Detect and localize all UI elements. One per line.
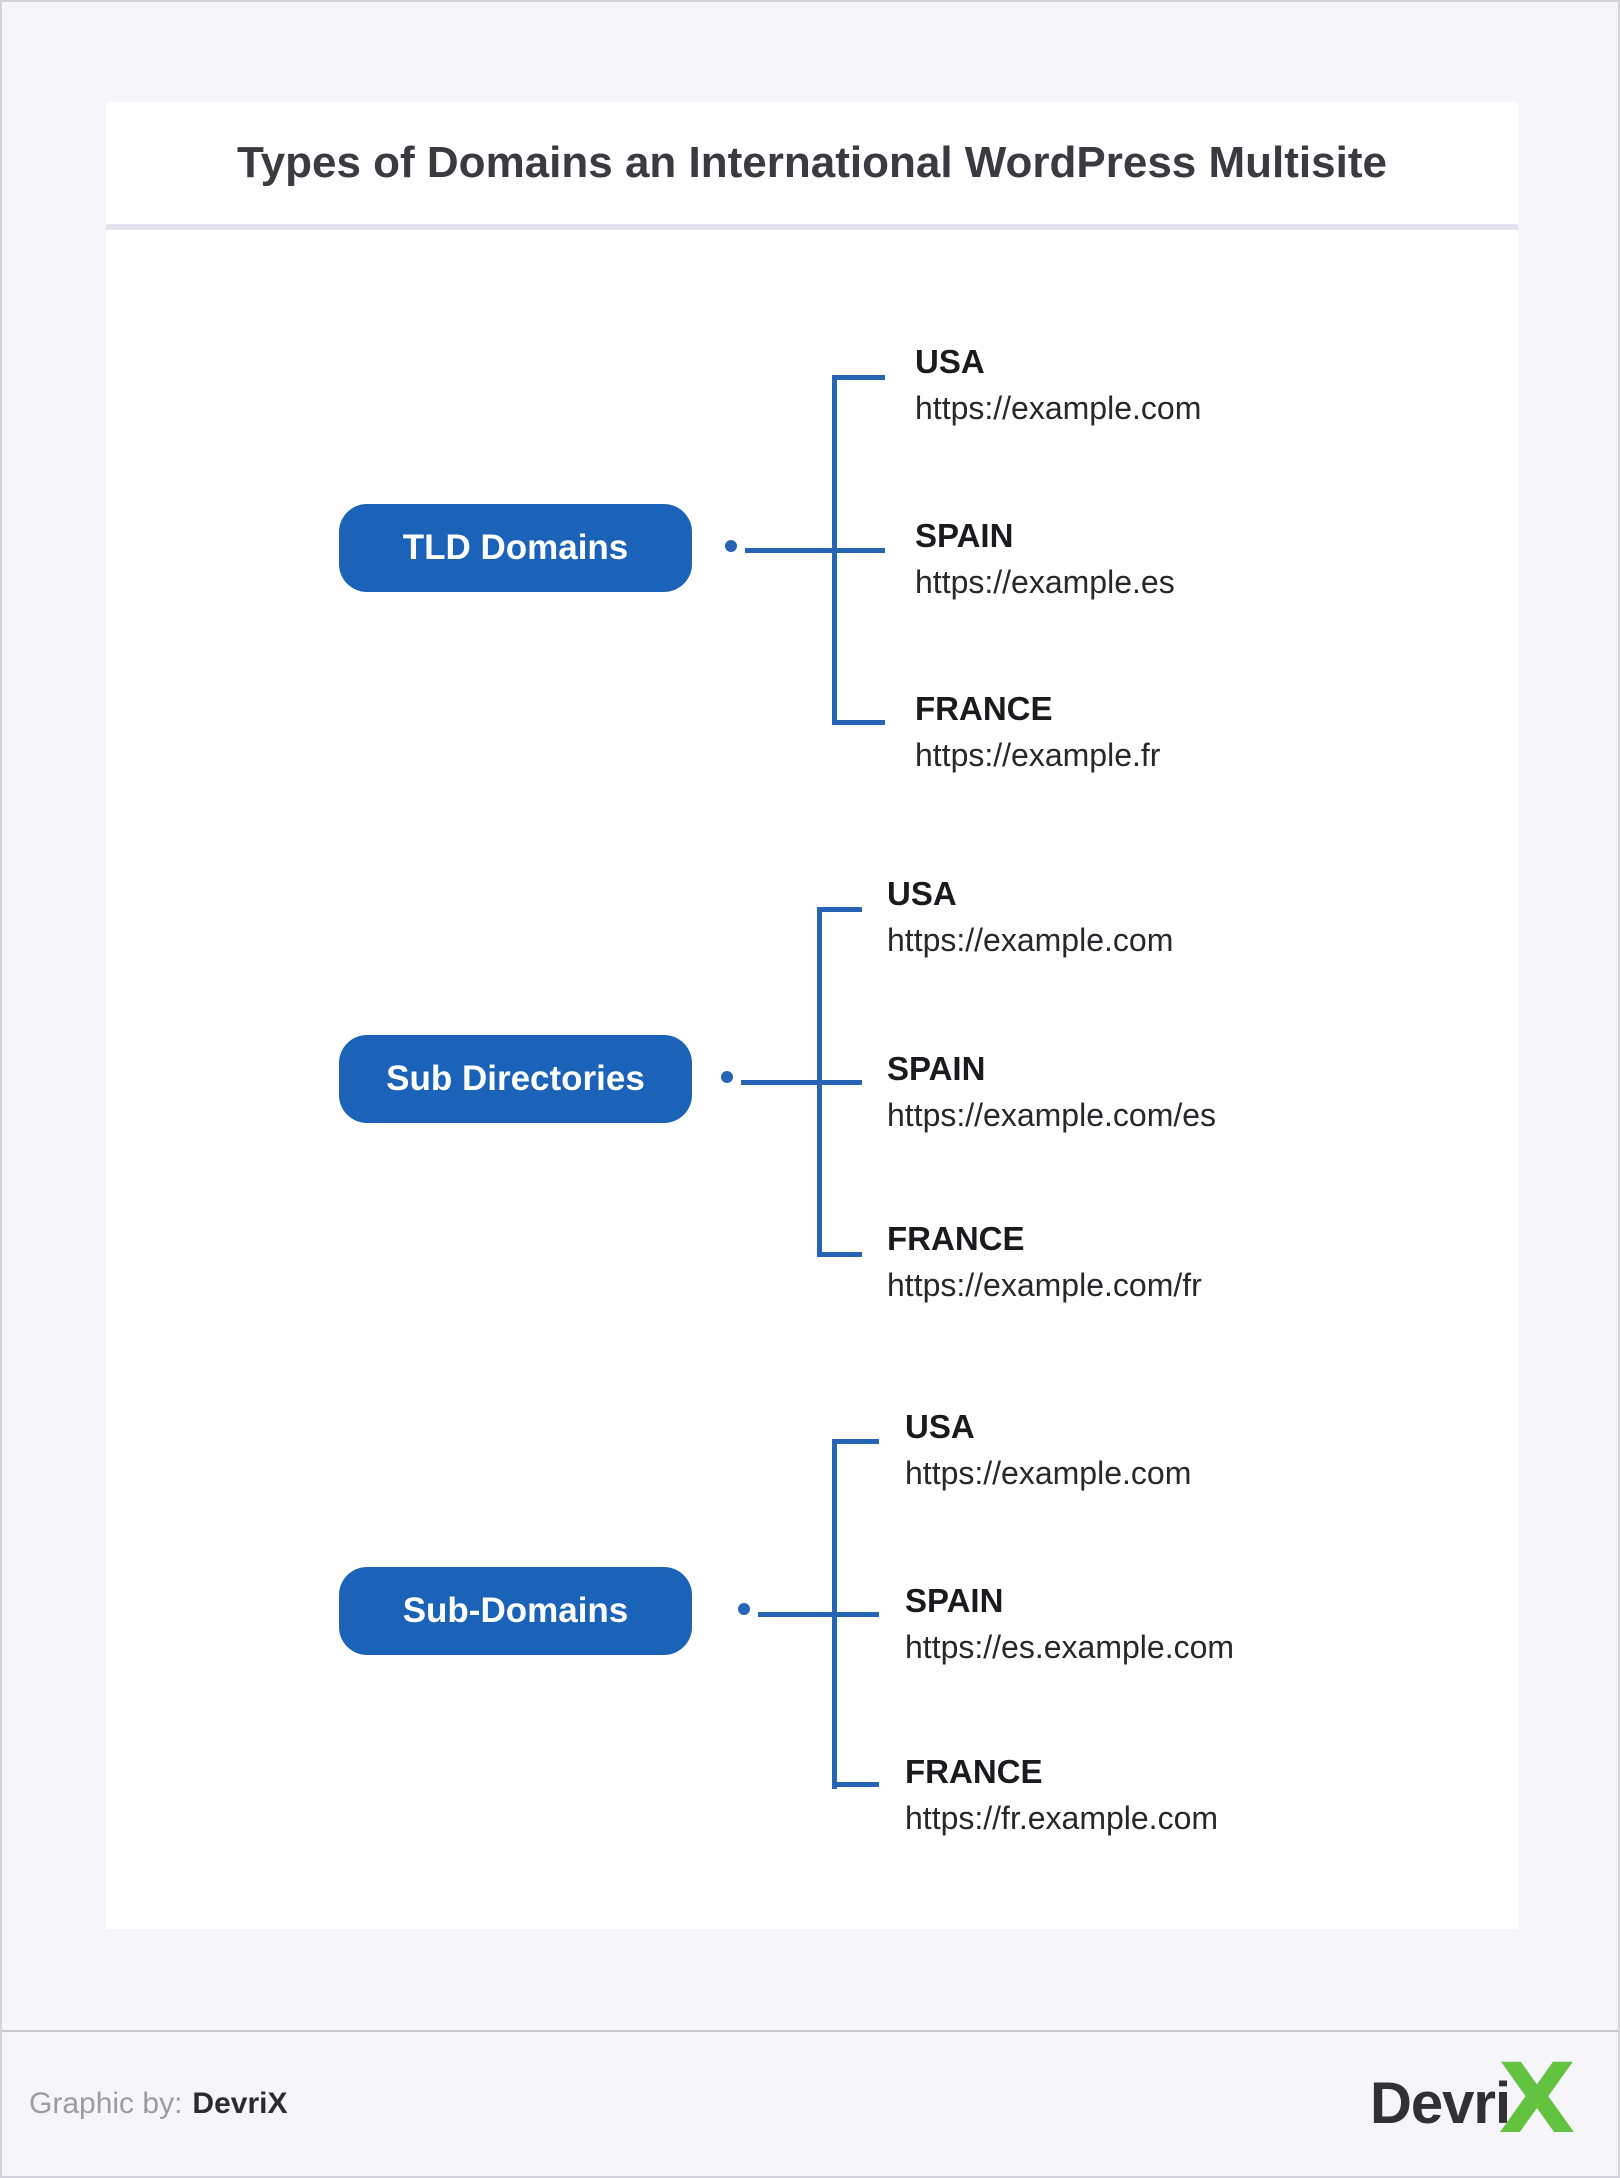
country-url: https://example.com/fr [887, 1267, 1202, 1303]
country-label: FRANCE [887, 1220, 1025, 1257]
branch-stub [817, 907, 862, 912]
branch-stub [832, 1782, 879, 1787]
leaf-item: SPAIN https://example.com/es [887, 1045, 1216, 1139]
country-url: https://example.com/es [887, 1097, 1217, 1133]
country-label: USA [915, 343, 985, 380]
connector-branch [817, 907, 822, 1257]
connector-circle [725, 540, 737, 552]
connector-line [758, 1612, 879, 1617]
branch-stub [832, 720, 885, 725]
credit-text: Graphic by: DevriX [29, 2084, 287, 2124]
footer-divider [2, 2030, 1618, 2032]
country-url: https://example.com [915, 390, 1202, 426]
node-sub-domains: Sub-Domains [339, 1567, 692, 1655]
branch-stub [817, 1252, 862, 1257]
country-label: SPAIN [915, 517, 1014, 554]
leaf-item: SPAIN https://es.example.com [905, 1577, 1234, 1671]
country-url: https://example.es [915, 564, 1175, 600]
logo-devri-text: Devri [1370, 2071, 1511, 2136]
connector-line [741, 1080, 862, 1085]
leaf-item: SPAIN https://example.es [915, 512, 1175, 606]
connector-line [745, 548, 885, 553]
branch-stub [832, 375, 885, 380]
country-label: FRANCE [915, 690, 1053, 727]
leaf-item: USA https://example.com [905, 1403, 1191, 1497]
node-sub-directories: Sub Directories [339, 1035, 692, 1123]
country-url: https://example.com [887, 922, 1174, 958]
leaf-item: FRANCE https://example.fr [915, 685, 1160, 779]
credit-prefix: Graphic by: [29, 2087, 183, 2120]
page-title: Types of Domains an International WordPr… [237, 138, 1387, 187]
leaf-item: FRANCE https://fr.example.com [905, 1748, 1218, 1842]
leaf-item: USA https://example.com [887, 870, 1173, 964]
credit-brand: DevriX [192, 2087, 288, 2120]
card-header: Types of Domains an International WordPr… [106, 102, 1518, 230]
country-label: USA [905, 1408, 975, 1445]
diagram-card: Types of Domains an International WordPr… [106, 102, 1518, 1929]
country-label: USA [887, 875, 957, 912]
leaf-item: USA https://example.com [915, 338, 1201, 432]
devrix-logo: Devri X [1370, 2043, 1576, 2155]
leaf-item: FRANCE https://example.com/fr [887, 1215, 1202, 1309]
branch-stub [832, 1439, 879, 1444]
connector-branch [832, 375, 837, 725]
connector-circle [738, 1603, 750, 1615]
country-url: https://fr.example.com [905, 1800, 1219, 1836]
country-url: https://example.com [905, 1455, 1192, 1491]
country-label: FRANCE [905, 1753, 1043, 1790]
country-url: https://example.fr [915, 737, 1161, 773]
connector-branch [832, 1439, 837, 1789]
connector-circle [721, 1071, 733, 1083]
country-label: SPAIN [905, 1582, 1004, 1619]
country-url: https://es.example.com [905, 1629, 1235, 1665]
country-label: SPAIN [887, 1050, 986, 1087]
node-tld-domains: TLD Domains [339, 504, 692, 592]
